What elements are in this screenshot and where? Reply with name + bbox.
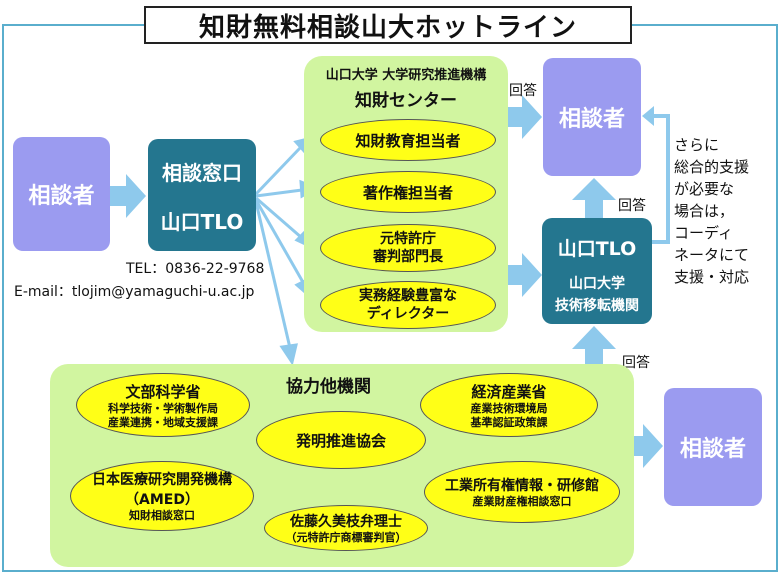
email-text: E-mail：tlojim@yamaguchi-u.ac.jp [14,284,255,300]
arrow-tlo-to-consultant [572,178,616,218]
tlo-line1: 山口TLO [557,238,637,260]
window-line2: 山口TLO [160,210,244,234]
consultant-label: 相談者 [28,184,95,209]
partners-title: 協力他機関 [286,377,371,397]
partner-amed: 日本医療研究開発機構 （AMED） 知財相談窓口 [70,461,254,531]
partner-inpit: 工業所有権情報・研修館 産業財産権相談窓口 [424,461,620,523]
consultant-box-top-right: 相談者 [543,58,641,176]
coordinator-bracket [652,114,670,244]
tlo-line3: 技術移転機関 [555,298,639,314]
arrow-center-to-consultant [508,95,542,139]
arrow-consultant-to-window [108,174,146,218]
partner-mext: 文部科学省 科学技術・学術製作局 産業連携・地域支援課 [76,373,250,437]
answer-label-top: 回答 [509,83,537,99]
staff-ip-education: 知財教育担当者 [320,119,496,161]
page-title: 知財無料相談山大ホットライン [144,6,632,44]
tlo-line2: 山口大学 [569,276,625,292]
consultant-box-left: 相談者 [13,137,110,251]
staff-former-jpo: 元特許庁 審判部門長 [320,224,496,272]
staff-director: 実務経験豊富な ディレクター [320,281,496,329]
partner-patent-attorney: 佐藤久美枝弁理士 （元特許庁商標審判官） [264,505,428,551]
center-header2: 知財センター [355,91,457,111]
answer-label-mid: 回答 [618,198,646,214]
yamaguchi-tlo-box: 山口TLO 山口大学 技術移転機関 [542,218,652,324]
tel-text: TEL：0836-22-9768 [126,261,265,277]
answer-label-bottom: 回答 [622,355,650,371]
center-header1: 山口大学 大学研究推進機構 [325,68,487,83]
partner-meti: 経済産業省 産業技術環境局 基準認証政策課 [420,373,598,437]
window-line1: 相談窓口 [162,161,242,185]
arrow-partners-to-consultant [633,424,663,468]
arrow-partners-to-tlo [572,326,616,367]
coordinator-note: さらに 総合的支援 が必要な 場合は， コーディ ネータにて 支援・対応 [674,136,750,286]
staff-copyright: 著作権担当者 [320,171,496,213]
consultant-box-bottom-right: 相談者 [664,388,762,506]
consultation-window-box: 相談窓口 山口TLO [148,139,256,251]
arrow-center-to-tlo [508,253,542,297]
partner-jiii: 発明推進協会 [256,411,426,469]
